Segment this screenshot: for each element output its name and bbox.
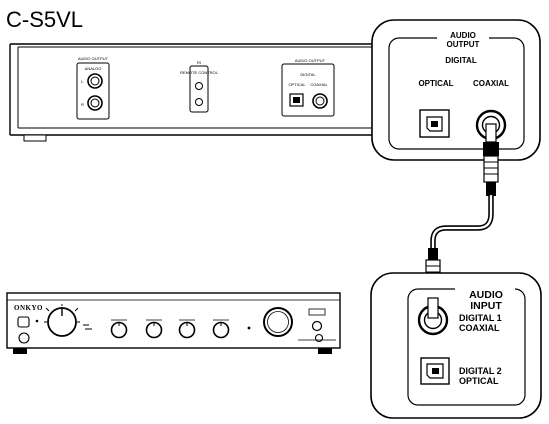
input-digital2-line2: OPTICAL xyxy=(459,376,499,386)
tone-knobs xyxy=(110,319,230,339)
model-label: C-S5VL xyxy=(6,7,83,32)
right-button-2 xyxy=(314,333,324,343)
analog-small-label: ANALOG xyxy=(85,66,102,71)
optical-output-port xyxy=(419,109,450,138)
right-button-1 xyxy=(311,320,323,332)
phones-jack xyxy=(18,332,30,344)
audio-input-callout: AUDIO INPUT DIGITAL 1 COAXIAL DIGITAL 2 … xyxy=(370,272,542,419)
cd-player-rear-panel: AUDIO OUTPUT ANALOG L R RI REMOTE CONTRO… xyxy=(9,43,392,142)
coaxial-small-label: COAXIAL xyxy=(310,82,328,87)
audio-output-callout: AUDIO OUTPUT DIGITAL OPTICAL COAXIAL xyxy=(371,19,541,161)
l-label: L xyxy=(81,79,84,84)
remote-control-jacks: RI REMOTE CONTROL xyxy=(180,60,219,113)
output-callout-coaxial: COAXIAL xyxy=(473,79,509,88)
ri-label: RI xyxy=(197,60,201,65)
input-digital2-line1: DIGITAL 2 xyxy=(459,366,502,376)
r-label: R xyxy=(81,102,84,107)
digital-output-jacks: AUDIO OUTPUT DIGITAL OPTICAL COAXIAL xyxy=(281,58,335,117)
input-callout-title-line2: INPUT xyxy=(470,300,502,312)
remote-control-small-label: REMOTE CONTROL xyxy=(180,70,219,75)
remote-jack-2 xyxy=(195,98,203,106)
input-digital1-line1: DIGITAL 1 xyxy=(459,313,502,323)
output-callout-optical: OPTICAL xyxy=(418,79,453,88)
output-callout-digital: DIGITAL xyxy=(445,56,477,65)
analog-output-jacks: AUDIO OUTPUT ANALOG L R xyxy=(76,56,110,120)
input-digital1-line2: COAXIAL xyxy=(459,323,500,333)
remote-jack-1 xyxy=(195,82,203,90)
audio-output-digital-small-label: AUDIO OUTPUT xyxy=(295,58,326,63)
optical-input-port xyxy=(420,357,450,385)
input-callout-title-line1: AUDIO xyxy=(469,289,503,301)
audio-output-small-label: AUDIO OUTPUT xyxy=(78,56,109,61)
optical-small-label: OPTICAL xyxy=(288,82,306,87)
output-callout-title-line2: OUTPUT xyxy=(447,40,480,49)
amplifier-brand: ONKYO xyxy=(14,304,43,312)
digital-small-label: DIGITAL xyxy=(300,72,316,77)
amplifier-front-panel: ONKYO xyxy=(6,292,341,354)
standby-button xyxy=(17,316,30,328)
coaxial-input-port xyxy=(417,297,449,336)
output-callout-title-line1: AUDIO xyxy=(450,31,476,40)
